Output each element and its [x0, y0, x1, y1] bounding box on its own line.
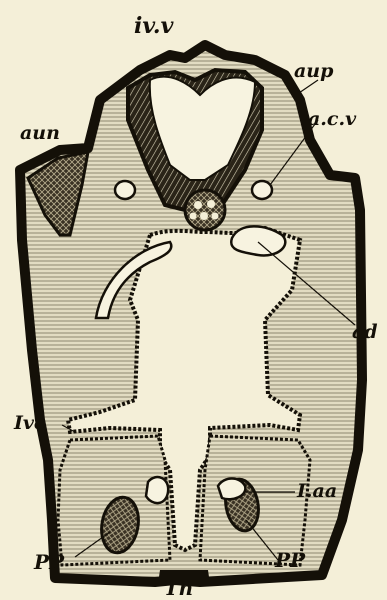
label-pp-right: PP [275, 550, 305, 570]
notochord-cell [212, 213, 219, 220]
label-ivc: Ivc [14, 414, 46, 433]
label-a-c-v: a.c.v [308, 110, 356, 129]
cardinal-vein-left [115, 181, 135, 199]
label-pp-left: PP [34, 552, 64, 572]
label-aun: aun [20, 124, 60, 143]
notochord-cell [190, 213, 197, 220]
label-ad: ad [352, 323, 378, 342]
label-i-aa: I.aa [297, 482, 337, 501]
notochord-cell [200, 212, 208, 220]
notochord-cell [207, 200, 215, 208]
label-aup: aup [294, 62, 333, 81]
aa-opening-right [218, 479, 245, 500]
aa-opening-left [146, 477, 168, 503]
cardinal-vein-right [252, 181, 272, 199]
notochord [185, 190, 225, 230]
label-th: Th [164, 578, 193, 598]
label-iv-v: iv.v [134, 15, 173, 37]
notochord-cell [194, 201, 202, 209]
